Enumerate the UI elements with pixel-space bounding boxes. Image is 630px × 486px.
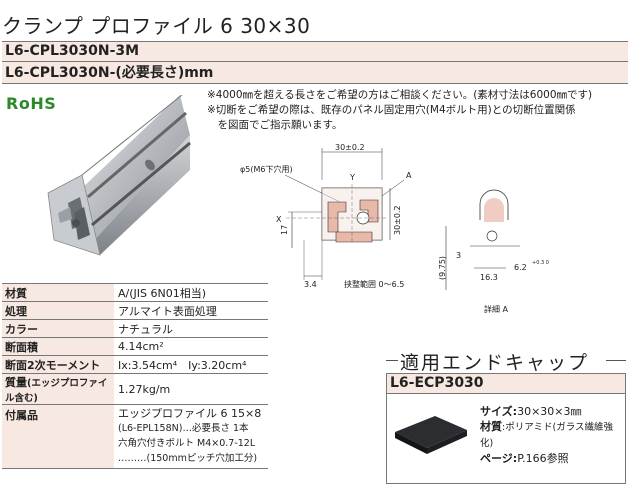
dim-6-2-tol: +0.3 0 <box>532 260 549 266</box>
dim-9-75: (9.75) <box>438 256 447 280</box>
end-cap-image <box>395 416 467 454</box>
size-value: 30×30×3㎜ <box>517 405 582 418</box>
spec-value: 1.27kg/m <box>114 373 268 405</box>
dim-16-3: 16.3 <box>480 273 498 282</box>
page-title: クランプ プロファイル 6 30×30 <box>2 14 311 38</box>
spec-value: Ix:3.54cm⁴ Iy:3.20cm⁴ <box>114 355 268 374</box>
profile-photo <box>47 95 191 256</box>
detail-label: 詳細 A <box>484 304 509 314</box>
spec-label: 材質 <box>2 283 114 302</box>
spec-label: 処理 <box>2 301 114 320</box>
spec-table: 材質 A/(JIS 6N01相当) 処理 アルマイト表面処理 カラー ナチュラル… <box>2 283 268 469</box>
end-cap-code: L6-ECP3030 <box>387 374 625 394</box>
dim-height: 30±0.2 <box>393 205 402 235</box>
cross-section-drawing: 30±0.2 φ5(M6下穴用) Y X A 30±0.2 17 3.4 挟整範… <box>240 143 549 314</box>
axis-x: X <box>276 215 282 224</box>
accessory-line: (L6-EPL158N)…必要長さ 1本 <box>118 423 249 434</box>
spec-label-sub: (エッジプロファイル含む) <box>5 378 108 404</box>
spec-label-main: 質量 <box>5 376 27 389</box>
rohs-logo: RoHS <box>6 94 57 113</box>
model-code-3m: L6-CPL3030N-3M <box>2 41 628 61</box>
spec-label: 断面2次モーメント <box>2 355 114 374</box>
note-cutting: ※切断をご希望の際は、既存のパネル固定用穴(M4ボルト用)との切断位置関係 <box>207 104 576 116</box>
page-value: P.166参照 <box>517 452 569 465</box>
heading-rule-left <box>386 360 398 361</box>
material-value: :ポリアミド(ガラス繊維強化) <box>480 422 614 449</box>
accessory-line: ………(150mmピッチ穴加工分) <box>118 453 258 464</box>
material-label: 材質 <box>480 420 502 433</box>
note-length: ※4000㎜を超える長さをご希望の方はご相談ください。(素材寸法は6000㎜です… <box>207 89 593 101</box>
spec-label: カラー <box>2 319 114 338</box>
spec-row: 付属品 エッジプロファイル 6 15×8 (L6-EPL158N)…必要長さ 1… <box>2 404 268 469</box>
adjust-range: 挟整範囲 0〜6.5 <box>344 279 404 289</box>
accessory-line: エッジプロファイル 6 15×8 <box>118 407 262 420</box>
spec-value: アルマイト表面処理 <box>114 301 268 320</box>
spec-row: 断面積 4.14cm² <box>2 337 268 356</box>
spec-row: 断面2次モーメント Ix:3.54cm⁴ Iy:3.20cm⁴ <box>2 355 268 374</box>
spec-label: 付属品 <box>2 404 114 469</box>
dim-width: 30±0.2 <box>335 143 365 152</box>
dim-6-2: 6.2 <box>514 263 527 272</box>
spec-row: 処理 アルマイト表面処理 <box>2 301 268 320</box>
accessory-line: 六角穴付きボルト M4×0.7-12L <box>118 438 256 449</box>
spec-value: 4.14cm² <box>114 337 268 356</box>
hole-note: φ5(M6下穴用) <box>240 164 293 174</box>
spec-label: 質量(エッジプロファイル含む) <box>2 373 114 405</box>
label-a: A <box>406 171 412 180</box>
heading-rule-right <box>606 360 626 361</box>
spec-value: ナチュラル <box>114 319 268 338</box>
end-cap-box: L6-ECP3030 サイズ:30×30×3㎜ 材質:ポリアミド(ガラス繊維強化… <box>386 373 626 484</box>
page-label: ページ: <box>480 452 518 465</box>
end-cap-heading: 適用エンドキャップ <box>400 352 590 374</box>
dim-17: 17 <box>280 225 289 235</box>
spec-row: 材質 A/(JIS 6N01相当) <box>2 283 268 302</box>
dim-3: 3 <box>456 251 461 260</box>
note-cutting-cont: を図面でご指示願います。 <box>207 119 343 131</box>
spec-row: カラー ナチュラル <box>2 319 268 338</box>
spec-label: 断面積 <box>2 337 114 356</box>
dim-3-4: 3.4 <box>304 280 317 289</box>
model-code-custom: L6-CPL3030N-(必要長さ)mm <box>2 61 628 84</box>
spec-row: 質量(エッジプロファイル含む) 1.27kg/m <box>2 373 268 405</box>
axis-y: Y <box>349 173 355 182</box>
spec-value: A/(JIS 6N01相当) <box>114 283 268 302</box>
size-label: サイズ: <box>480 405 518 418</box>
accessory-list: エッジプロファイル 6 15×8 (L6-EPL158N)…必要長さ 1本 六角… <box>114 404 268 469</box>
end-cap-info: サイズ:30×30×3㎜ 材質:ポリアミド(ガラス繊維強化) ページ:P.166… <box>480 404 625 466</box>
